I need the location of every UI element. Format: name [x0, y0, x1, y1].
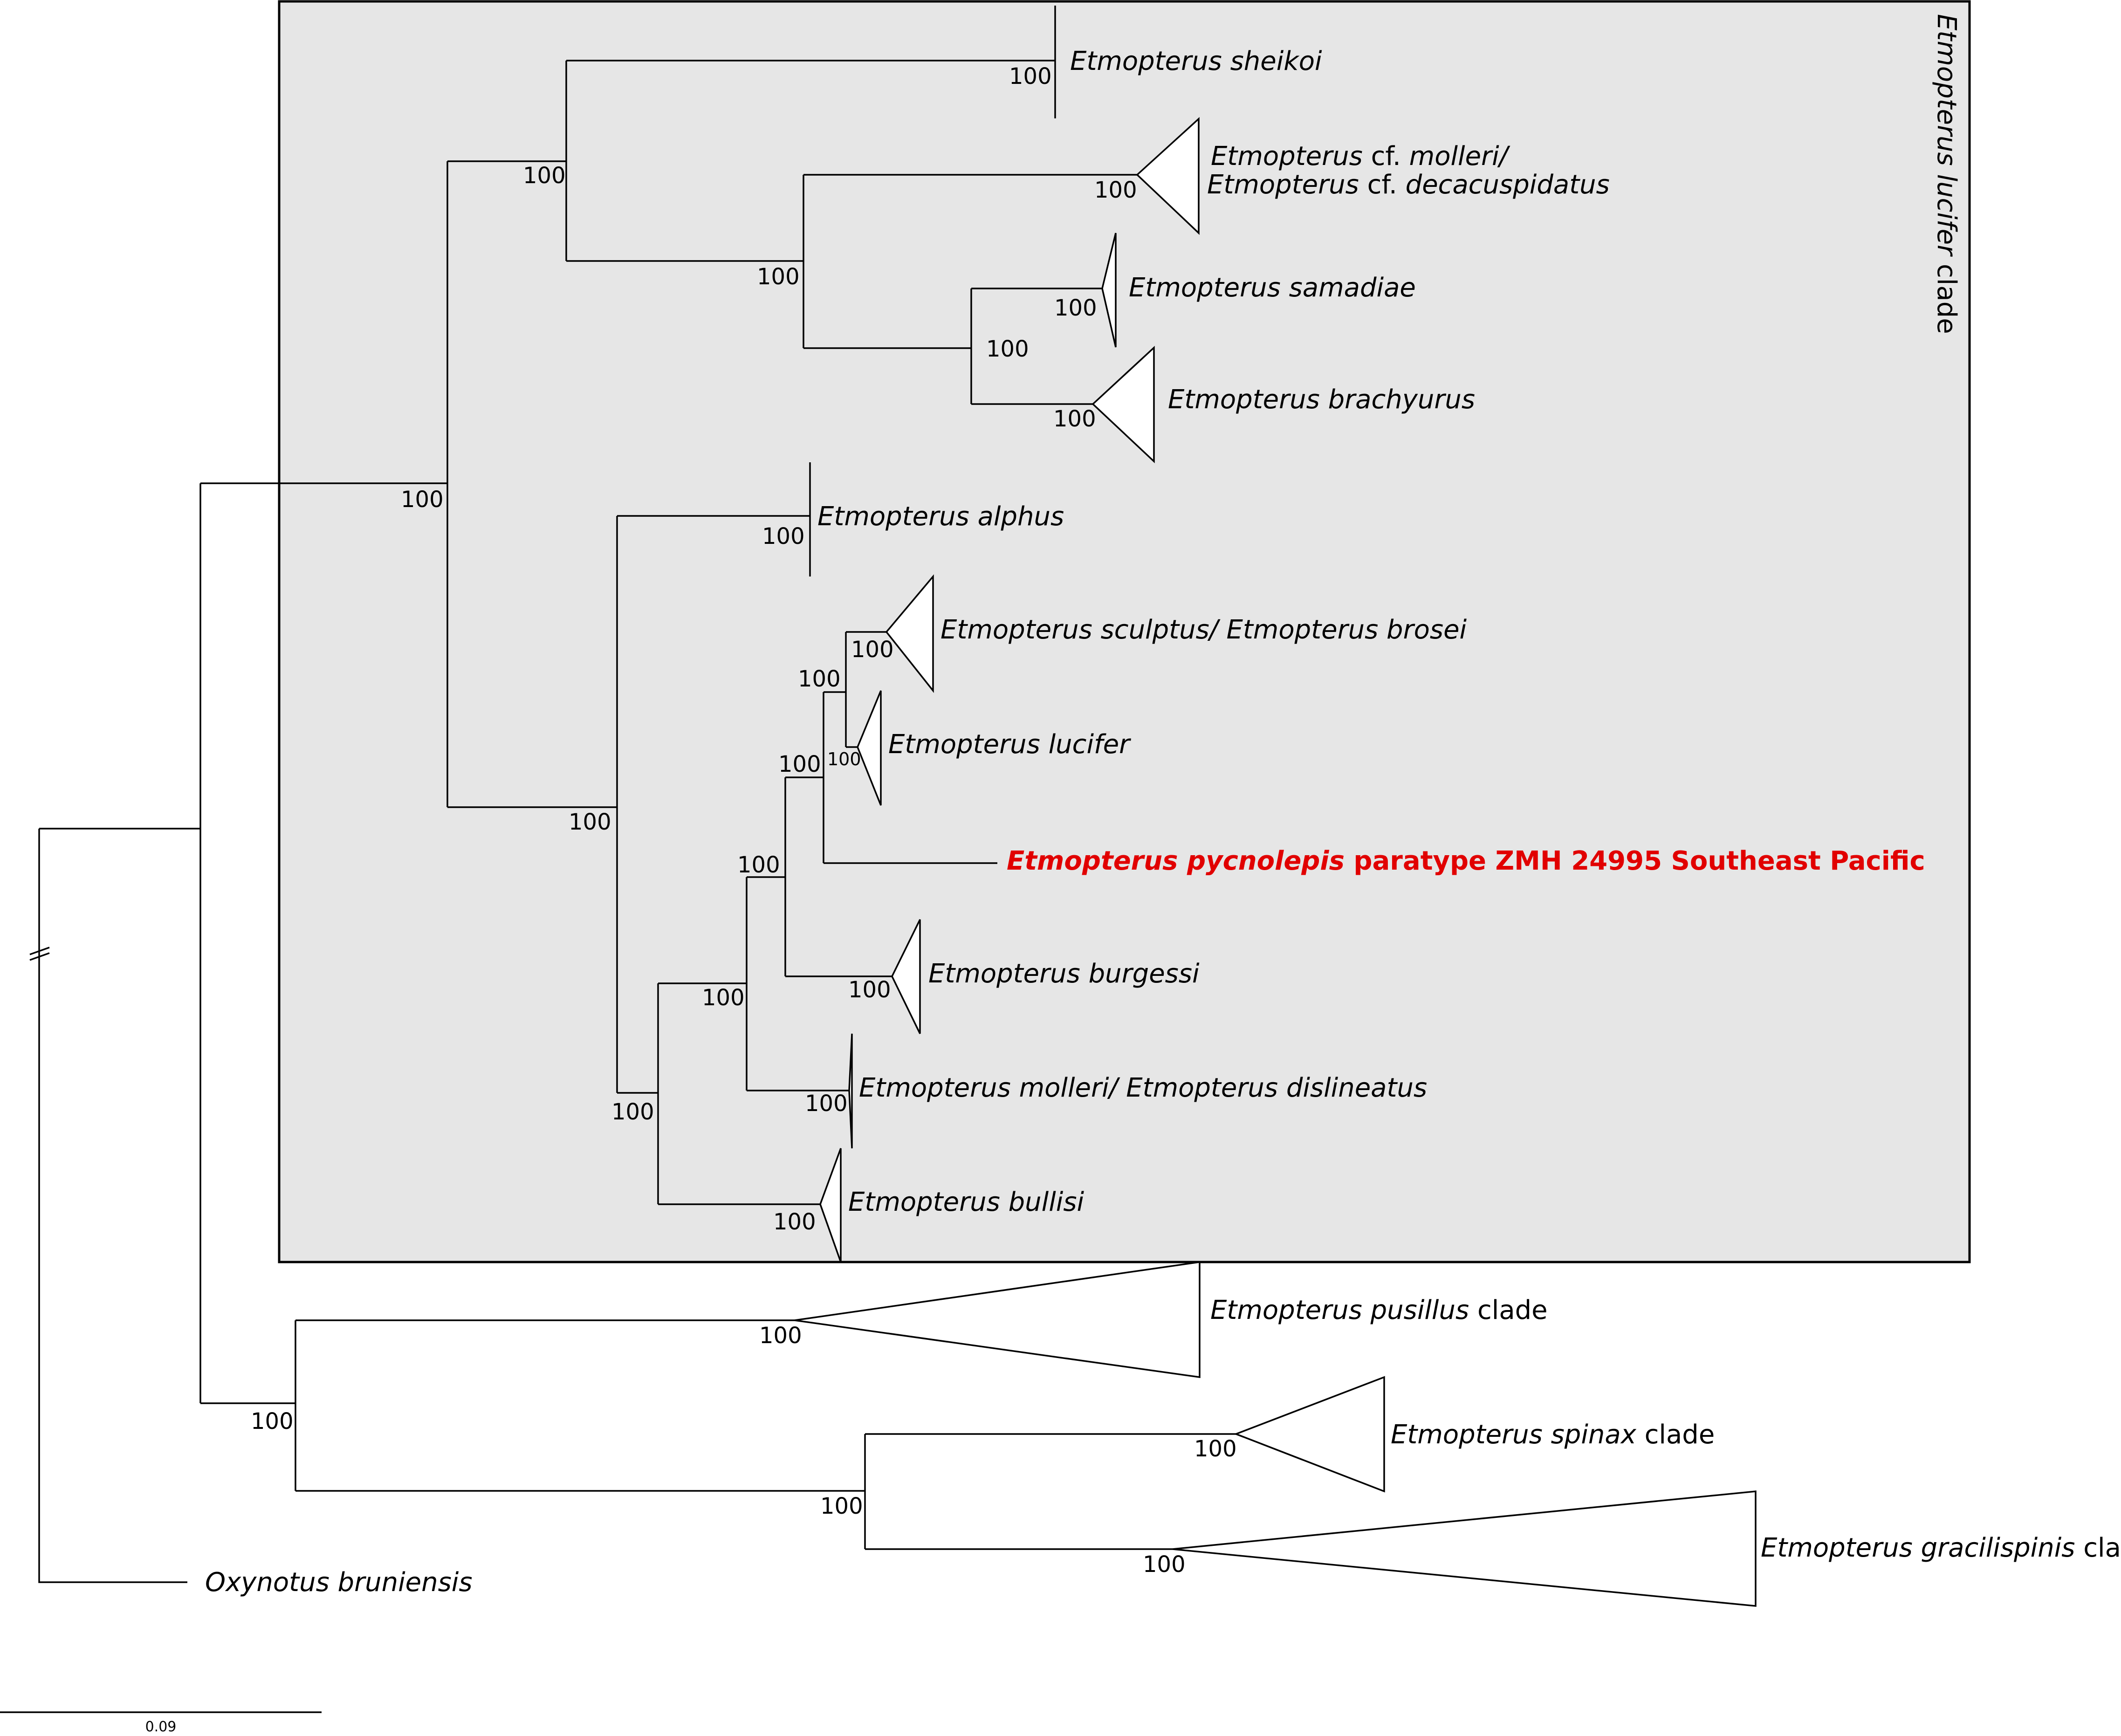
clade-triangle-spinax	[1234, 1376, 1385, 1493]
lucifer-clade-label: Etmopterus lucifer clade	[1931, 14, 1962, 334]
clade-triangle-cf-molleri	[1136, 117, 1200, 235]
support-value: 100	[778, 751, 821, 777]
support-value: 100	[737, 852, 780, 878]
clade-triangle-burgessi	[891, 919, 921, 1034]
taxon-label-alphus: Etmopterus alphus	[817, 501, 1064, 532]
collapsed-clades	[794, 117, 1757, 1607]
lucifer-clade-box	[278, 0, 1971, 1263]
support-value: 100	[986, 336, 1029, 362]
clade-triangle-pusillus	[794, 1261, 1201, 1379]
clade-triangle-sculptus	[885, 574, 934, 693]
taxon-label-pusillus: Etmopterus pusillus clade	[1210, 1295, 1548, 1325]
taxon-label-sculptus: Etmopterus sculptus/ Etmopterus brosei	[940, 615, 1467, 645]
taxon-label-pycnolepis-highlight: Etmopterus pycnolepis paratype ZMH 24995…	[1007, 846, 1925, 876]
taxon-label-spinax: Etmopterus spinax clade	[1391, 1420, 1715, 1450]
clade-triangle-samadiae	[1101, 233, 1117, 348]
taxon-label-molleri: Etmopterus molleri/ Etmopterus dislineat…	[859, 1073, 1427, 1103]
clade-triangle-gracilispinis	[1172, 1490, 1757, 1607]
taxon-label-oxynotus: Oxynotus bruniensis	[205, 1567, 473, 1598]
taxon-label-sheikoi: Etmopterus sheikoi	[1070, 46, 1322, 76]
support-value: 100	[1094, 177, 1137, 203]
support-value: 100	[1053, 406, 1096, 432]
support-value: 100	[523, 163, 566, 189]
tree-branches	[29, 6, 1236, 1583]
support-value: 100	[401, 487, 444, 513]
scale-bar: 0.09	[0, 1711, 322, 1735]
taxon-label-burgessi: Etmopterus burgessi	[928, 959, 1200, 989]
clade-triangle-brachyurus	[1091, 346, 1155, 464]
support-value: 100	[611, 1099, 654, 1125]
clade-triangle-lucifer	[857, 690, 882, 806]
scale-bar-label: 0.09	[145, 1719, 177, 1735]
support-value: 100	[848, 977, 891, 1003]
taxon-label-brachyurus: Etmopterus brachyurus	[1168, 384, 1475, 415]
taxon-label-gracilispinis: Etmopterus gracilispinis clade	[1761, 1533, 2121, 1563]
support-value: 100	[827, 749, 861, 769]
support-value: 100	[569, 809, 611, 835]
support-value: 100	[1009, 63, 1052, 89]
support-value: 100	[851, 637, 894, 663]
support-value: 100	[757, 264, 800, 290]
support-value: 100	[798, 666, 841, 692]
taxon-label-cf-molleri-line1: Etmopterus cf. molleri/	[1211, 141, 1510, 172]
taxon-labels: Etmopterus sheikoi Etmopterus cf. moller…	[205, 46, 2121, 1598]
taxon-label-bullisi: Etmopterus bullisi	[848, 1187, 1084, 1217]
support-value: 100	[759, 1323, 802, 1349]
support-value: 100	[805, 1091, 848, 1117]
support-value: 100	[251, 1408, 294, 1434]
support-value: 100	[773, 1209, 816, 1235]
clade-triangle-bullisi	[819, 1148, 842, 1263]
support-value: 100	[702, 985, 745, 1011]
support-value: 100	[1143, 1551, 1186, 1578]
taxon-label-lucifer: Etmopterus lucifer	[888, 729, 1131, 760]
taxon-label-cf-molleri-line2: Etmopterus cf. decacuspidatus	[1207, 170, 1610, 200]
support-values: 100 100 100 100 100 100 100 100 100 100 …	[251, 63, 1237, 1578]
clade-triangle-molleri	[848, 1033, 853, 1149]
taxon-label-samadiae: Etmopterus samadiae	[1129, 273, 1416, 303]
support-value: 100	[1194, 1436, 1237, 1462]
support-value: 100	[762, 523, 805, 549]
support-value: 100	[820, 1493, 863, 1519]
support-value: 100	[1054, 295, 1097, 321]
